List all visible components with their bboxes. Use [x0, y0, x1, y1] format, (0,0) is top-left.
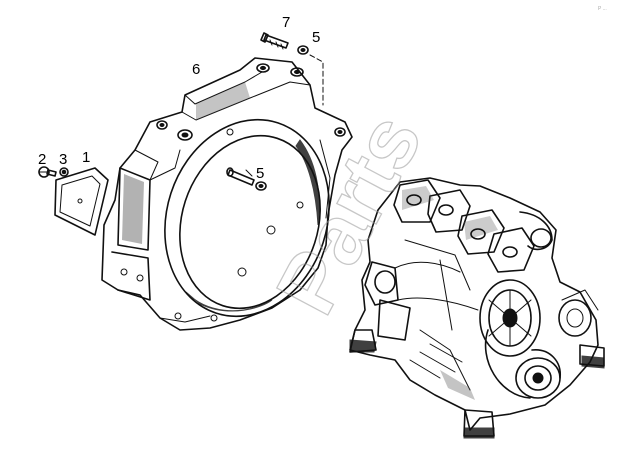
callout-5-mid: 5: [256, 165, 264, 182]
part-7-bolt: [260, 32, 289, 50]
callout-2: 2: [38, 151, 46, 168]
callout-1: 1: [82, 149, 90, 166]
callout-3: 3: [59, 151, 67, 168]
corner-mark: P ...: [598, 6, 607, 12]
part-5-mid-stud: [226, 167, 267, 191]
part-3-washer: [59, 167, 69, 177]
part-1-cover-plate: [54, 167, 109, 236]
part-5-top-washer: [297, 45, 309, 55]
callout-5-top: 5: [312, 29, 320, 46]
callout-7: 7: [282, 14, 290, 31]
callout-6: 6: [192, 61, 200, 78]
part-6-flywheel-housing: [101, 57, 353, 331]
assembly-line-top: [309, 54, 324, 106]
engine-assembly: [349, 177, 605, 439]
part-2-screw: [38, 166, 57, 178]
watermark-text: Parts: [258, 99, 440, 329]
